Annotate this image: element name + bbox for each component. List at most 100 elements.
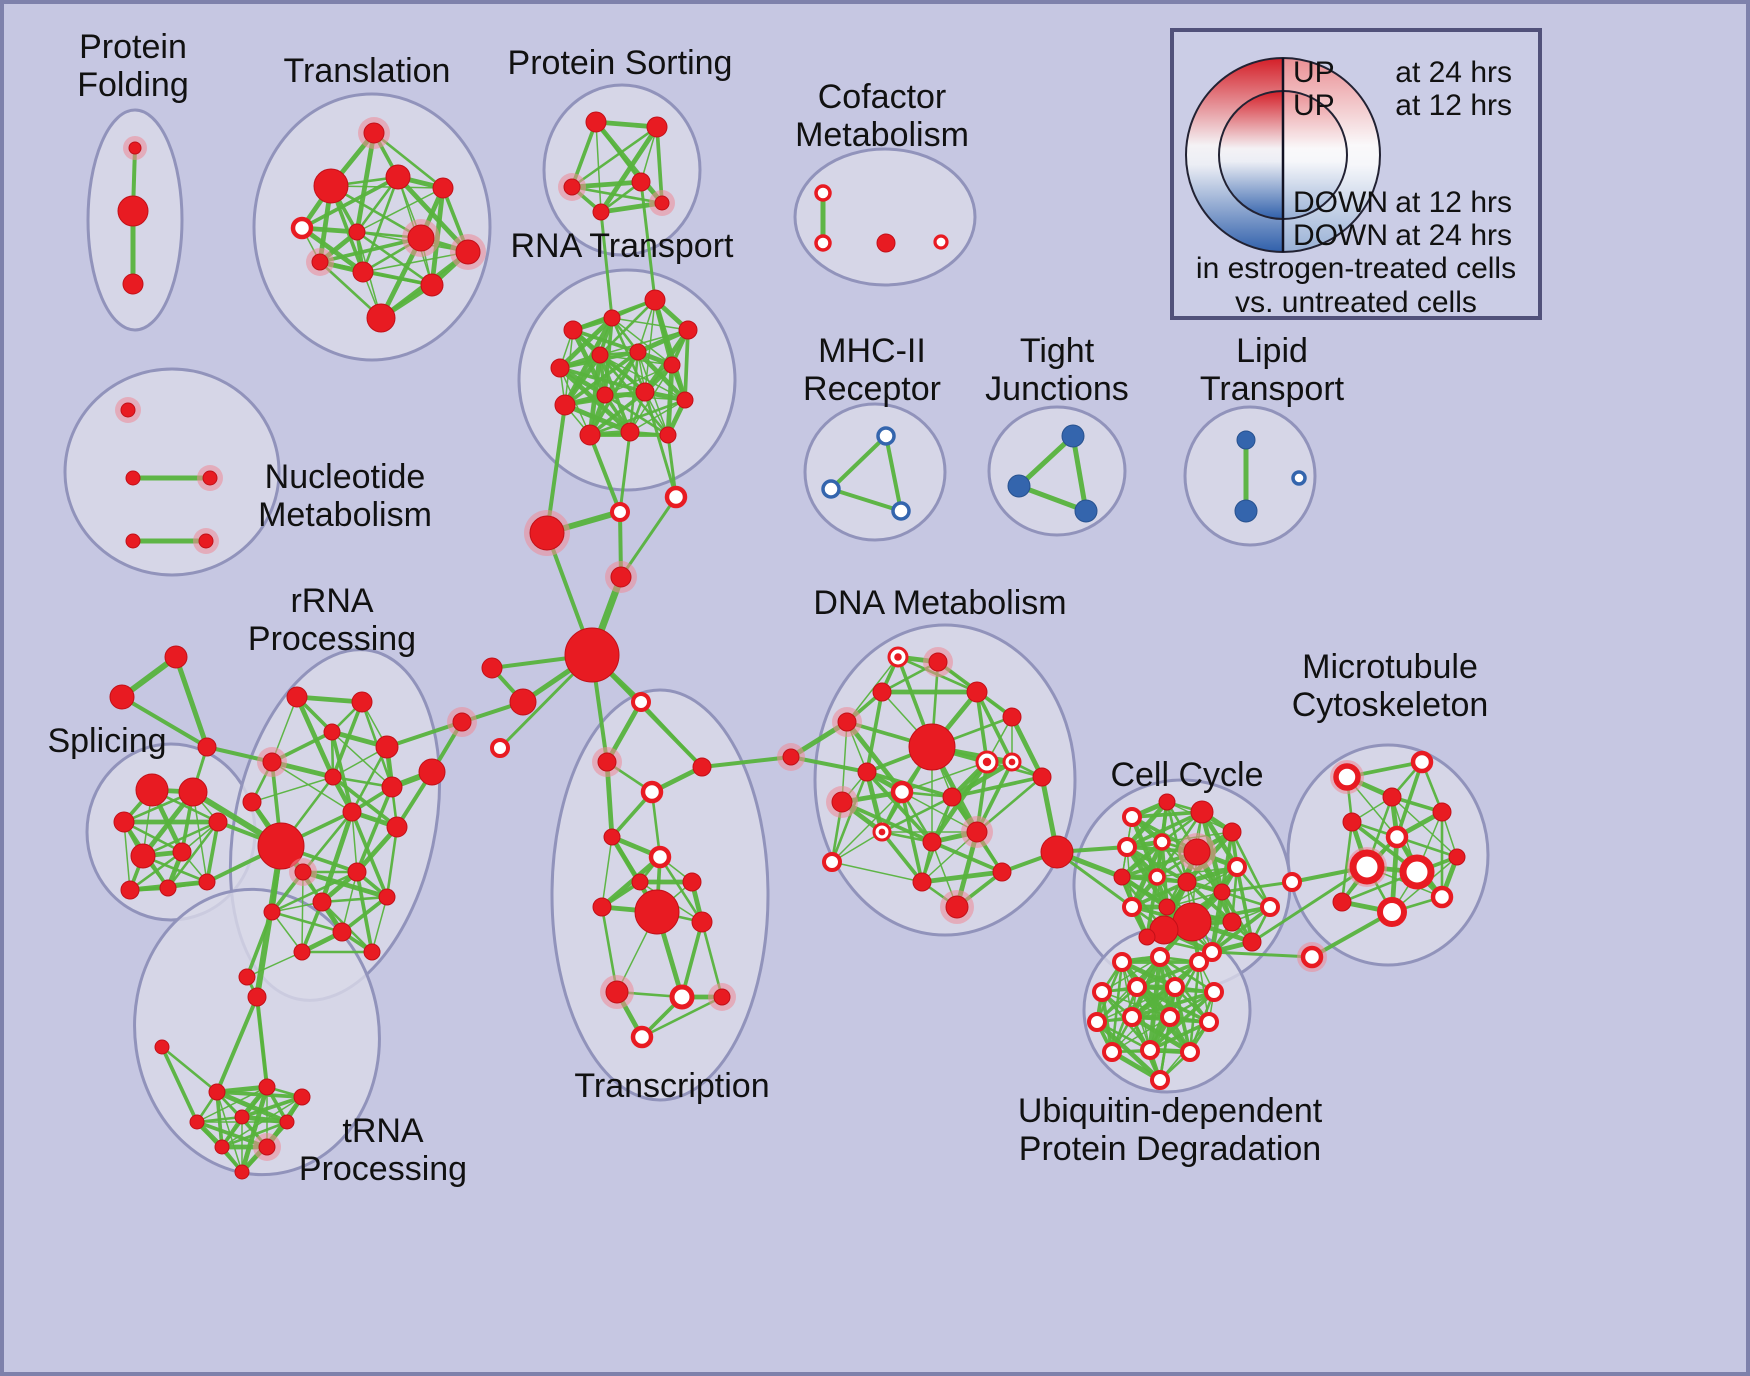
ps-node-5: [654, 195, 670, 211]
tr-node-8: [311, 253, 329, 271]
cluster-label-line: Cell Cycle: [1110, 756, 1263, 794]
tr-node-9: [352, 261, 374, 283]
cc-node-20: [1260, 897, 1280, 917]
legend-direction-label-0: UP: [1293, 56, 1335, 89]
bb-node-0: [610, 502, 630, 522]
network-edge: [1124, 799, 1170, 850]
nm-node-0: [120, 402, 136, 418]
network-edge: [829, 434, 888, 491]
sp-node-2: [113, 811, 135, 833]
network-edge: [629, 399, 686, 433]
network-edge: [587, 352, 603, 438]
cc-node-4: [1117, 837, 1137, 857]
network-edge: [1016, 483, 1089, 514]
rt-node-2: [644, 289, 666, 311]
cluster-label-line: rRNA: [290, 582, 373, 620]
cluster-label-ps: Protein Sorting: [508, 44, 733, 82]
network-edge: [830, 770, 869, 864]
tx-node-0: [631, 692, 651, 712]
network-edge: [1101, 956, 1161, 993]
network-edge: [340, 895, 389, 934]
legend-footer-line-1: vs. untreated cells: [1235, 286, 1477, 319]
network-edge: [949, 759, 1015, 800]
network-edge: [330, 185, 444, 189]
dm-node-20: [992, 862, 1012, 882]
nodes-layer: [109, 111, 1466, 1180]
tr-node-2: [385, 164, 411, 190]
cc-node-1: [1158, 793, 1176, 811]
mc-node-11: [1448, 848, 1466, 866]
network-edge: [331, 700, 364, 779]
network-edge: [1119, 839, 1165, 880]
cc-node-8: [1113, 868, 1131, 886]
network-edge: [665, 362, 675, 438]
tx-node-4: [603, 828, 621, 846]
network-edge: [254, 843, 284, 1000]
network-edge: [255, 995, 269, 1089]
ub-node-7: [1087, 1012, 1107, 1032]
network-edge: [123, 821, 131, 891]
tr-node-5: [348, 223, 366, 241]
network-edge: [355, 870, 374, 954]
bb-node-11: [109, 684, 135, 710]
sp-node-7: [198, 873, 216, 891]
dm-node-16: [1032, 767, 1052, 787]
sp-node-4: [130, 843, 156, 869]
network-edge: [1070, 433, 1089, 514]
tn-node-1: [154, 1039, 170, 1055]
cluster-label-line: Junctions: [985, 370, 1129, 408]
network-edge: [831, 791, 903, 863]
network-edge: [195, 1115, 244, 1124]
network-edge: [598, 298, 657, 357]
legend-direction-label-2: DOWN: [1293, 186, 1388, 219]
cluster-label-line: Translation: [284, 52, 451, 90]
network-edge: [639, 180, 657, 302]
tj-node-1: [1007, 474, 1031, 498]
network-edge: [601, 836, 613, 908]
rt-node-13: [620, 422, 640, 442]
rr-node-1: [351, 691, 373, 713]
cluster-label-sp: Splicing: [47, 722, 166, 760]
tj-node-0: [1061, 424, 1085, 448]
dm-node-15: [966, 821, 988, 843]
network-edge: [1230, 830, 1272, 909]
dm-node-11-center-dot: [1008, 758, 1016, 766]
network-edge: [1235, 865, 1254, 944]
network-edge: [355, 230, 434, 287]
sp-node-3: [208, 812, 228, 832]
dm-node-2: [872, 682, 892, 702]
tn-node-6: [234, 1109, 250, 1125]
ub-node-10: [1199, 1012, 1219, 1032]
mh-node-0: [876, 426, 896, 446]
tn-node-8: [214, 1139, 230, 1155]
bb-node-6: [509, 688, 537, 716]
rt-node-7: [663, 356, 681, 374]
network-edge: [588, 433, 622, 514]
cm-node-0: [814, 184, 832, 202]
cluster-ellipse-tn: [133, 887, 381, 1177]
mc-node-9: [1377, 897, 1407, 927]
legend-time-label-1: at 12 hrs: [1395, 89, 1512, 122]
ub-node-6: [1204, 982, 1224, 1002]
tr-node-4: [290, 216, 314, 240]
mc-node-0: [1333, 763, 1361, 791]
network-edge: [680, 920, 704, 999]
tx-node-1: [597, 752, 617, 772]
cm-node-3: [933, 234, 949, 250]
cc-node-10: [1177, 872, 1197, 892]
lt-node-2: [1291, 470, 1307, 486]
cc-node-13: [1158, 898, 1176, 916]
network-edge: [239, 1114, 290, 1125]
ub-node-13: [1180, 1042, 1200, 1062]
cluster-label-dm: DNA Metabolism: [813, 584, 1066, 622]
rt-node-0: [563, 320, 583, 340]
network-edge: [930, 840, 1004, 874]
ps-node-0: [585, 111, 607, 133]
rr-node-14: [378, 888, 396, 906]
rr-node-6: [381, 776, 403, 798]
cluster-label-line: Lipid: [1236, 332, 1308, 370]
mh-node-1: [821, 479, 841, 499]
